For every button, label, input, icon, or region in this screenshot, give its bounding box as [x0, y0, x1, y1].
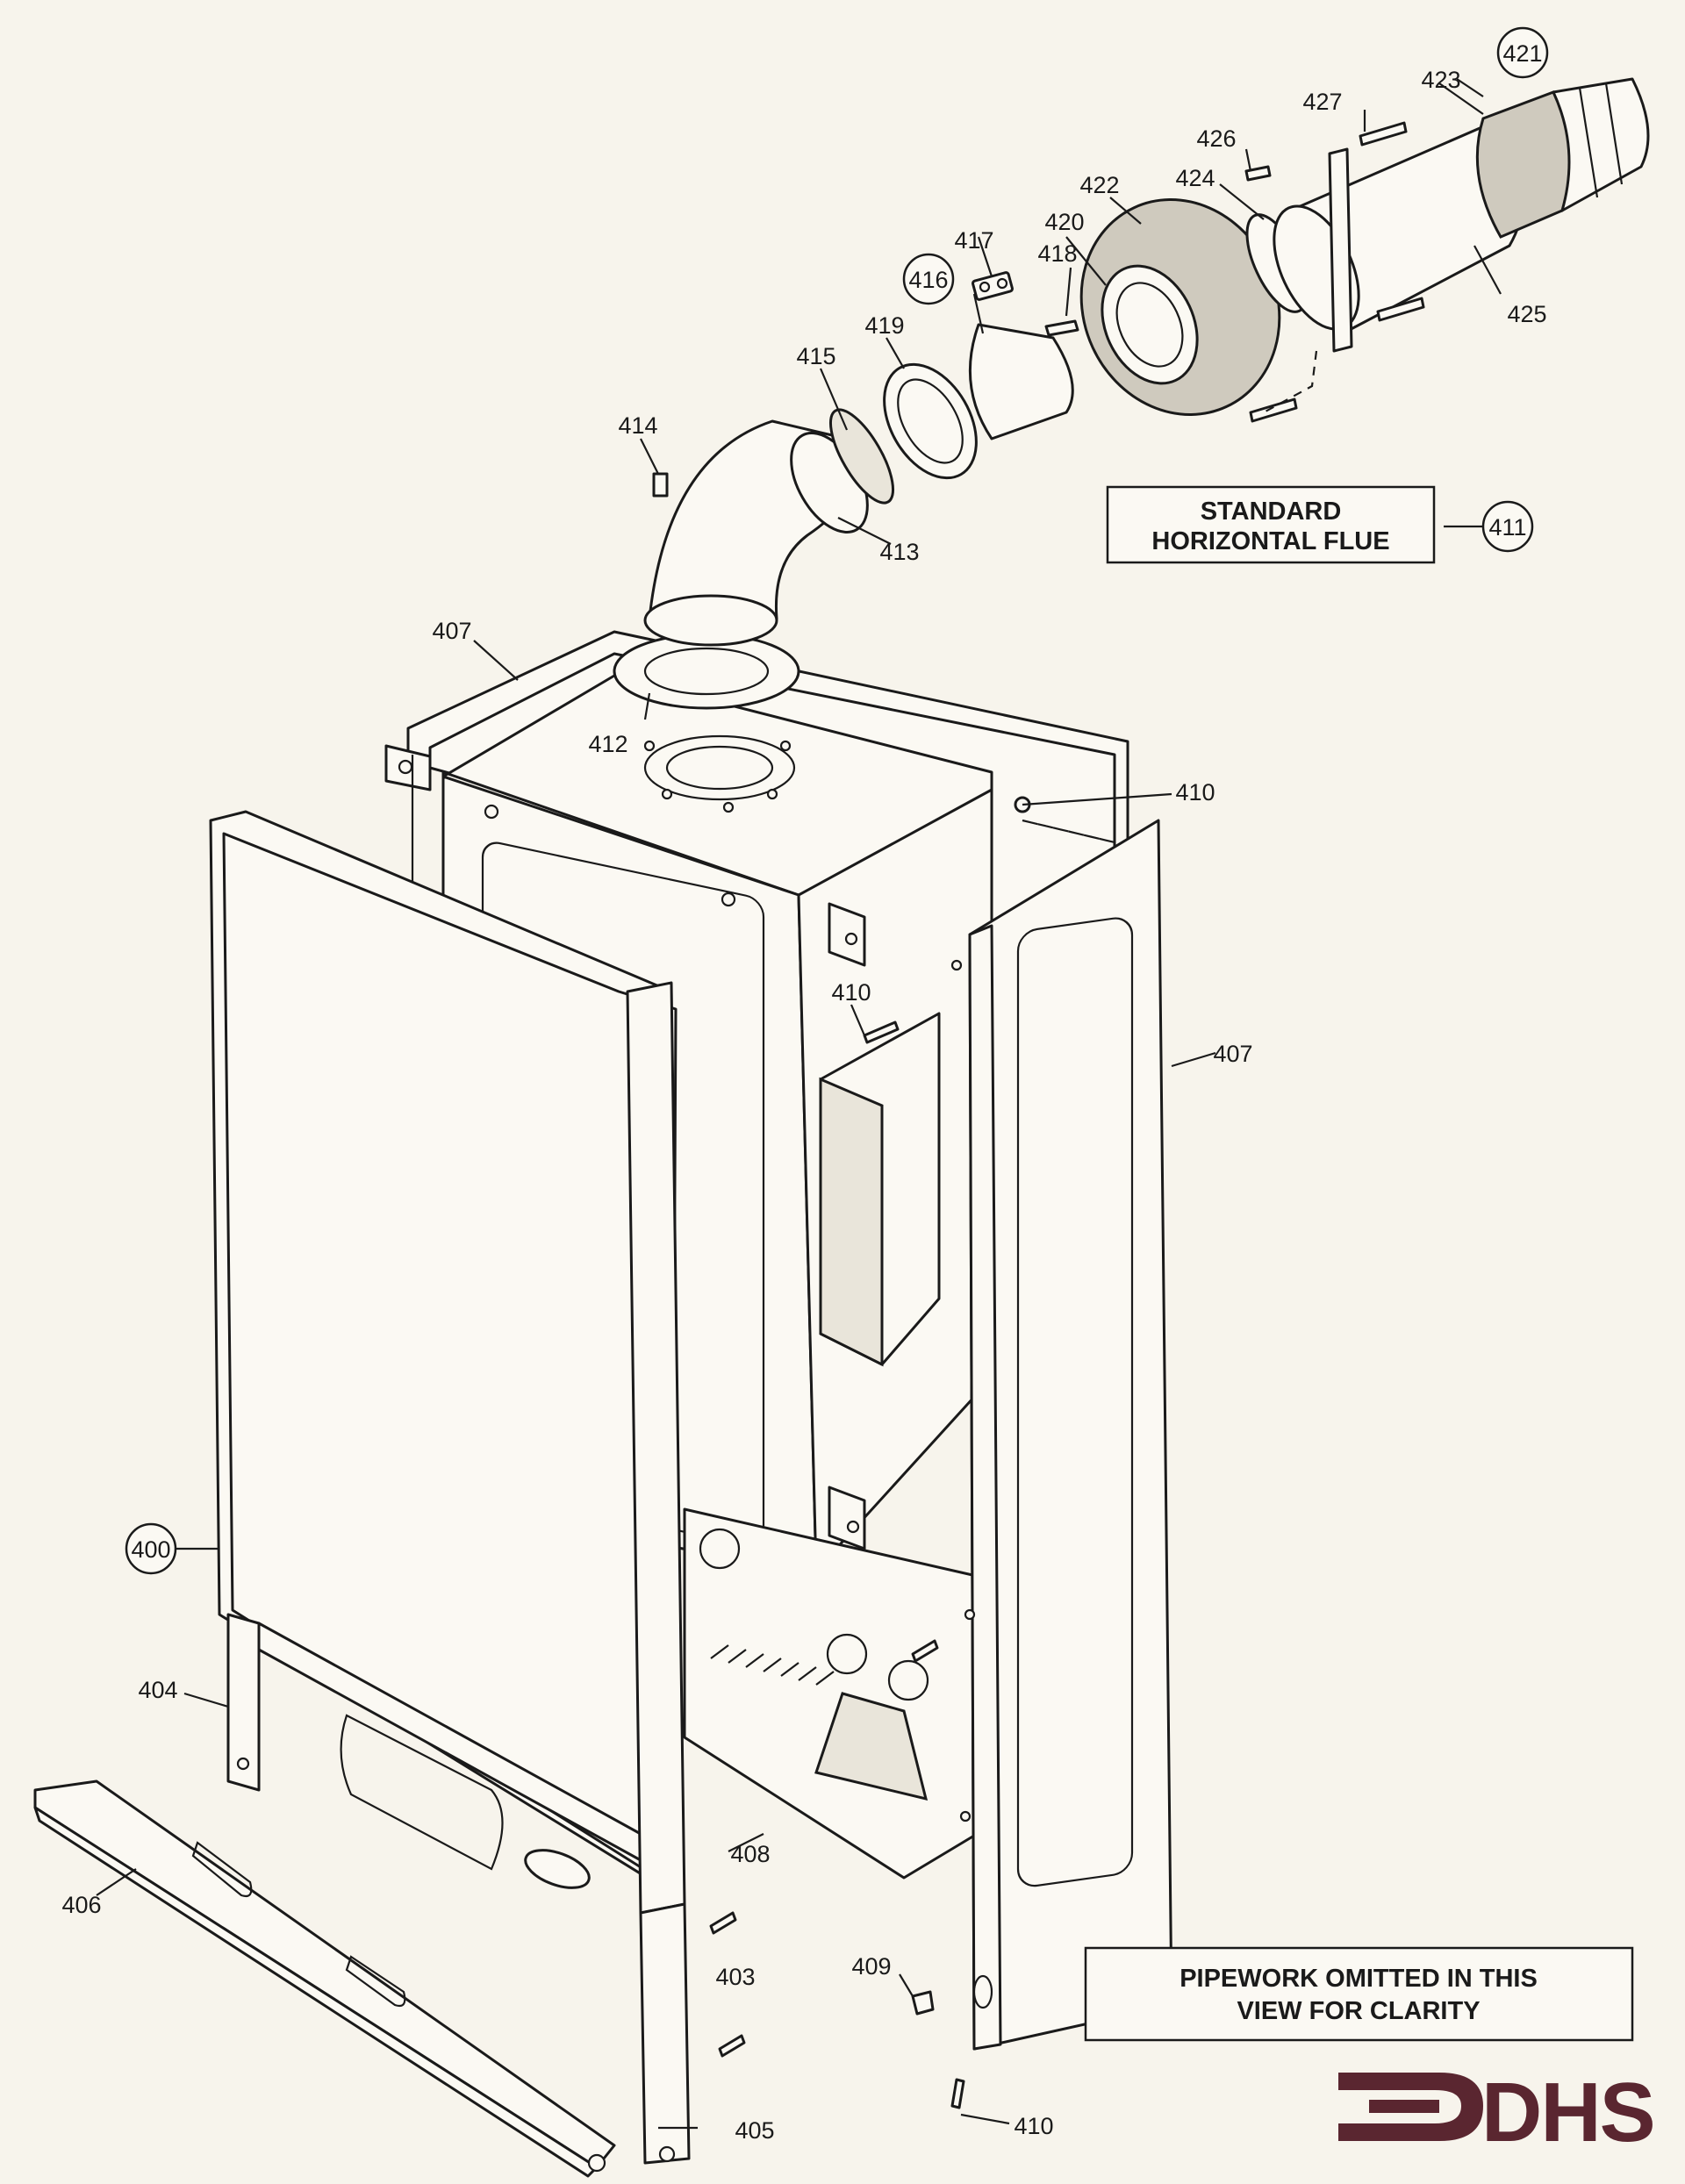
panel-window — [340, 1714, 504, 1871]
terminal-guard-421 — [1552, 77, 1650, 212]
seal-419 — [883, 362, 978, 480]
right-side-panel-407 — [950, 819, 1173, 2051]
note-pipework-line1: PIPEWORK OMITTED IN THIS — [1180, 1965, 1538, 1993]
note-standard-flue: STANDARD HORIZONTAL FLUE — [1106, 485, 1436, 564]
terminal-420 — [1101, 264, 1199, 385]
callout-410-top: 410 — [1175, 779, 1215, 806]
callout-421: 421 — [1502, 40, 1542, 67]
clip-409 — [911, 1990, 935, 2016]
callout-427: 427 — [1302, 89, 1342, 115]
bracket-427 — [1328, 147, 1353, 353]
bottom-lip-404 — [226, 1613, 261, 1792]
callout-409: 409 — [851, 1953, 891, 1980]
callout-400: 400 — [131, 1536, 170, 1563]
screw-410-bottom — [950, 2078, 965, 2109]
o-ring-415 — [828, 408, 895, 505]
callout-410-bottom: 410 — [1014, 2113, 1053, 2139]
screw-427 — [1359, 121, 1408, 147]
callout-415: 415 — [796, 343, 835, 369]
callout-419: 419 — [864, 312, 904, 339]
callout-404: 404 — [138, 1677, 177, 1703]
callout-ring-400 — [125, 1522, 177, 1575]
dhs-logo-text: DHS — [1481, 2066, 1654, 2159]
callout-labels: 400 411 416 421 404 405 406 407 407 408 … — [61, 26, 1549, 2144]
seal-423 — [1475, 90, 1575, 239]
note-flue-line2: HORIZONTAL FLUE — [1151, 527, 1389, 555]
callout-408: 408 — [730, 1841, 770, 1867]
note-pipework-line2: VIEW FOR CLARITY — [1237, 1997, 1480, 2025]
vent-slots — [710, 1644, 835, 1686]
callout-425: 425 — [1507, 301, 1546, 327]
callout-ring-411 — [1481, 500, 1534, 553]
callout-416: 416 — [908, 267, 948, 293]
callout-420: 420 — [1044, 209, 1084, 235]
screw-410-mid — [863, 1020, 900, 1044]
screw-403-lower — [718, 2034, 746, 2058]
callout-ring-421 — [1496, 26, 1549, 79]
dhs-logo: DHS — [1338, 2066, 1656, 2159]
callout-411: 411 — [1488, 514, 1526, 541]
fasteners — [709, 796, 1031, 2109]
callout-426: 426 — [1196, 125, 1236, 152]
callout-413: 413 — [879, 539, 919, 565]
note-flue-line1: STANDARD — [1201, 498, 1342, 526]
flue-assembly — [613, 77, 1650, 710]
brand-badge — [524, 1849, 591, 1889]
callout-410-mid: 410 — [831, 979, 871, 1006]
bottom-tray-406 — [33, 1779, 616, 2178]
screw-418 — [1044, 319, 1079, 337]
base-bracket — [814, 1692, 929, 1801]
screw-414 — [652, 472, 669, 498]
clamp-416 — [968, 323, 1074, 440]
screw-403-upper — [709, 1911, 737, 1935]
callout-412: 412 — [588, 731, 627, 757]
callout-418: 418 — [1037, 240, 1077, 267]
callout-405: 405 — [735, 2117, 774, 2144]
screw-426 — [1244, 165, 1272, 182]
callout-423: 423 — [1421, 67, 1460, 93]
callout-422: 422 — [1079, 172, 1119, 198]
callout-ring-416 — [902, 253, 955, 305]
callout-414: 414 — [618, 412, 657, 439]
note-pipework-omitted: PIPEWORK OMITTED IN THIS VIEW FOR CLARIT… — [1084, 1946, 1634, 2042]
callout-407-top: 407 — [432, 618, 471, 644]
dhs-logo-mark-icon — [1338, 2073, 1483, 2141]
callout-407-side: 407 — [1213, 1041, 1252, 1067]
callout-406: 406 — [61, 1892, 101, 1918]
clip-lower — [828, 1486, 866, 1550]
callout-403: 403 — [715, 1964, 755, 1990]
lower-post-405 — [639, 1902, 691, 2165]
leader-lines — [96, 78, 1509, 2130]
callout-417: 417 — [954, 227, 993, 254]
callout-424: 424 — [1175, 165, 1215, 191]
front-panel-400 — [209, 810, 691, 2165]
